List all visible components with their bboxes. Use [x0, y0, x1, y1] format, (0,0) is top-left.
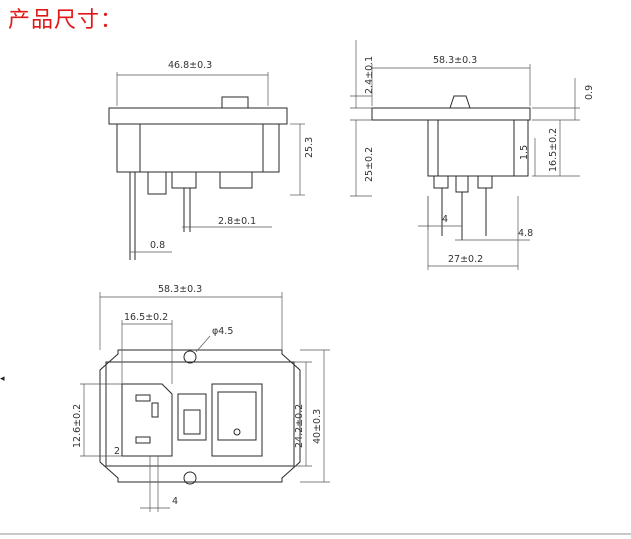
dim-pin-dim: 2 [114, 446, 120, 457]
dim-top-width: 46.8±0.3 [168, 60, 212, 71]
dim-bottom-gap: 4 [172, 496, 178, 507]
dim-right-height: 16.5±0.2 [548, 128, 559, 172]
left-arrow-icon: ◂ [0, 374, 5, 384]
dim-pin-spacing: 2.8±0.1 [218, 216, 256, 227]
dim-pin-offset: 1.5 [519, 145, 530, 160]
bottom-divider [0, 533, 631, 535]
dim-inner-height: 24.2±0.2 [294, 404, 305, 448]
page-title: 产品尺寸： [8, 8, 124, 33]
dim-hole-dia: φ4.5 [212, 326, 233, 337]
side-view-right [350, 40, 580, 270]
dim-flange: 2.4±0.1 [364, 56, 375, 94]
dim-body-depth: 25±0.2 [364, 147, 375, 182]
dim-right-width: 58.3±0.3 [433, 55, 477, 66]
dim-pin-width: 4.8 [518, 228, 533, 239]
front-view [80, 292, 330, 512]
dim-pin-thickness: 0.8 [150, 240, 165, 251]
dim-top-height: 25.3 [304, 137, 315, 158]
dim-outer-height: 40±0.3 [312, 409, 323, 444]
dim-body-width: 27±0.2 [448, 254, 483, 265]
dim-pin-gap: 4 [442, 214, 448, 225]
dim-bottom-width: 58.3±0.3 [158, 284, 202, 295]
dim-socket-width: 16.5±0.2 [124, 312, 168, 323]
dim-socket-height: 12.6±0.2 [72, 404, 83, 448]
side-view-left [108, 72, 305, 260]
dim-edge: 0.9 [584, 85, 595, 100]
